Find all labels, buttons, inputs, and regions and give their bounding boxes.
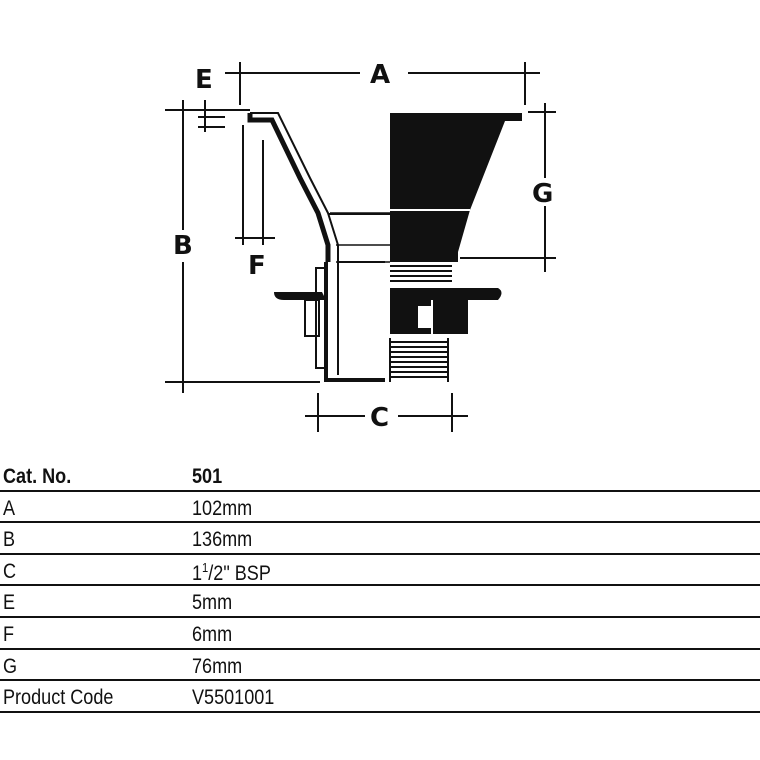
dimension-b: [165, 100, 320, 393]
row-key: B: [3, 528, 16, 552]
dimension-g: [460, 103, 556, 272]
table-row: Product Code V5501001: [0, 681, 760, 713]
row-key: C: [3, 559, 17, 583]
label-b: B: [173, 231, 193, 261]
value-numerator: 1: [202, 559, 209, 575]
dimension-a: [239, 62, 540, 105]
table-row: C 11/2" BSP: [0, 555, 760, 587]
row-value: 76mm: [192, 654, 243, 678]
table-row: A 102mm: [0, 492, 760, 524]
value-denominator: /2" BSP: [208, 561, 271, 585]
table-row: G 76mm: [0, 650, 760, 682]
value-whole: 1: [192, 561, 203, 585]
technical-drawing: A E B F G C: [165, 60, 556, 433]
label-e: E: [195, 65, 213, 95]
table-row: F 6mm: [0, 618, 760, 650]
label-a: A: [370, 60, 390, 90]
row-key: G: [3, 654, 18, 678]
row-key: A: [3, 496, 16, 520]
table-row: B 136mm: [0, 523, 760, 555]
row-key: F: [3, 622, 15, 646]
label-c: C: [370, 403, 389, 433]
row-value: 11/2" BSP: [192, 560, 271, 586]
table-header-row: Cat. No. 501: [0, 460, 760, 492]
row-value: 136mm: [192, 528, 253, 552]
row-key: E: [3, 591, 16, 615]
row-key: Product Code: [3, 686, 114, 710]
row-value: 102mm: [192, 496, 253, 520]
label-g: G: [532, 179, 553, 209]
row-value: 6mm: [192, 622, 233, 646]
dimension-f: [235, 125, 275, 245]
dimension-c: [305, 393, 468, 432]
header-key: Cat. No.: [3, 465, 72, 488]
row-value: 5mm: [192, 591, 233, 615]
spec-table: Cat. No. 501 A 102mm B 136mm C 11/2" BSP…: [0, 460, 760, 713]
header-value: 501: [192, 465, 223, 488]
row-value: V5501001: [192, 686, 275, 710]
dimension-e: [198, 72, 240, 132]
label-f: F: [248, 251, 266, 281]
fitting-drawing: [247, 112, 522, 382]
table-row: E 5mm: [0, 586, 760, 618]
